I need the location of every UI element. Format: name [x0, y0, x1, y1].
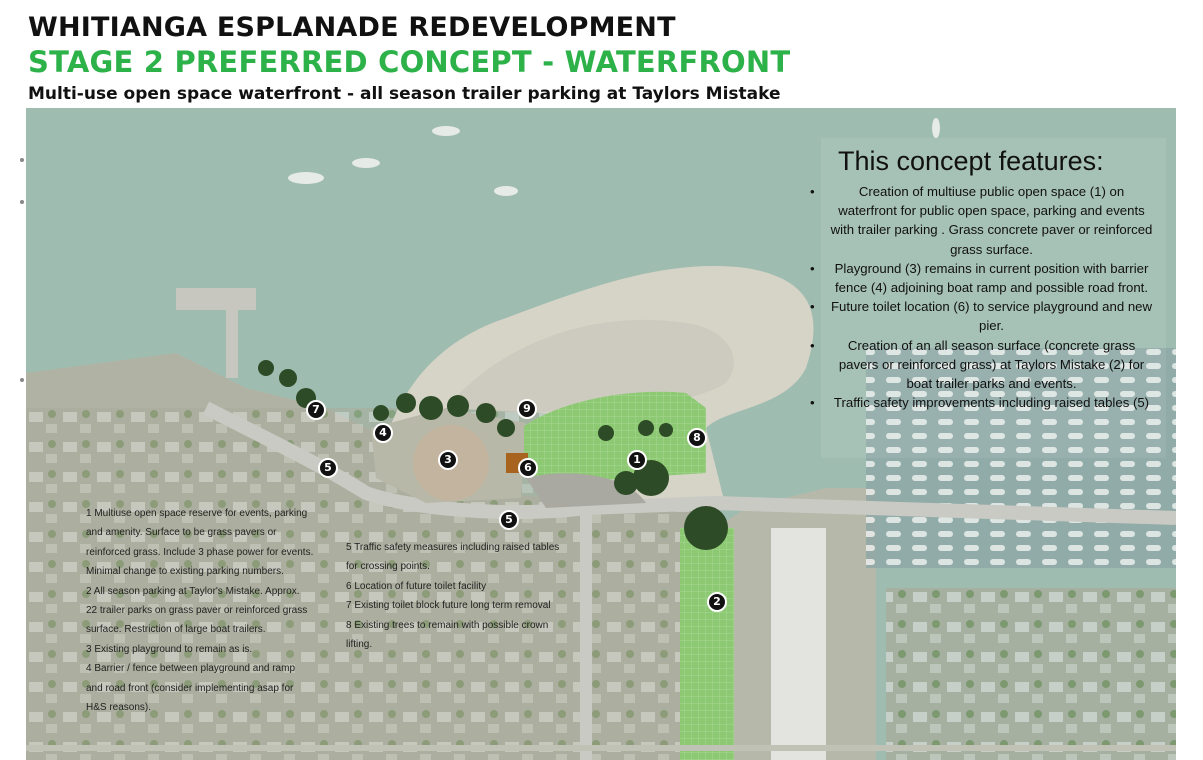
feature-item: Future toilet location (6) to service pl… [808, 297, 1153, 335]
marker-7: 7 [306, 400, 326, 420]
feature-item: Creation of an all season surface (concr… [808, 336, 1153, 394]
wharf [176, 288, 256, 310]
marker-1: 1 [627, 450, 647, 470]
legend-line: 3 Existing playground to remain as is. [86, 643, 253, 655]
marker-4: 4 [373, 423, 393, 443]
page-edge-mark [20, 200, 24, 204]
page-subtitle-green: STAGE 2 PREFERRED CONCEPT - WATERFRONT [28, 45, 791, 79]
marker-2: 2 [707, 592, 727, 612]
legend-line: and amenity. Surface to be grass pavers … [86, 527, 277, 539]
marker-5b: 5 [499, 510, 519, 530]
legend-left: 1 Multiuse open space reserve for events… [86, 504, 336, 717]
boat [288, 172, 324, 184]
legend-line: lifting. [346, 639, 373, 651]
features-heading: This concept features: [838, 146, 1104, 176]
marker-3: 3 [438, 450, 458, 470]
legend-line: 6 Location of future toilet facility [346, 580, 487, 592]
legend-line: for crossing points. [346, 561, 430, 573]
marker-8: 8 [687, 428, 707, 448]
page-edge-mark [20, 158, 24, 162]
page-title: WHITIANGA ESPLANADE REDEVELOPMENT [28, 12, 676, 43]
legend-line: H&S reasons). [86, 702, 152, 714]
wharf-pier [226, 308, 238, 378]
tree-cluster [258, 360, 728, 550]
boat [494, 186, 518, 196]
feature-item: Playground (3) remains in current positi… [808, 259, 1153, 297]
legend-line: 2 All season parking at Taylor's Mistake… [86, 585, 300, 597]
legend-line: 22 trailer parks on grass paver or reinf… [86, 605, 308, 617]
marker-5: 5 [318, 458, 338, 478]
legend-line: 4 Barrier / fence between playground and… [86, 663, 296, 675]
warehouse-roof [771, 528, 826, 760]
page-tagline: Multi-use open space waterfront - all se… [28, 84, 781, 104]
page-edge-mark [20, 378, 24, 382]
legend-line: 1 Multiuse open space reserve for events… [86, 508, 308, 519]
legend-line: 7 Existing toilet block future long term… [346, 600, 551, 612]
legend-line: and road front (consider implementing as… [86, 682, 294, 694]
marker-9: 9 [517, 399, 537, 419]
legend-line: 5 Traffic safety measures including rais… [346, 542, 560, 553]
boat [352, 158, 380, 168]
boat [932, 118, 940, 138]
taylors-mistake-parking [680, 528, 734, 760]
marker-6: 6 [518, 458, 538, 478]
features-list: Creation of multiuse public open space (… [808, 182, 1153, 413]
east-town-blocks [886, 588, 1176, 760]
legend-right: 5 Traffic safety measures including rais… [346, 538, 586, 654]
feature-item: Traffic safety improvements including ra… [808, 393, 1153, 412]
boat [432, 126, 460, 136]
sand-bank [446, 319, 734, 413]
legend-line: 8 Existing trees to remain with possible… [346, 619, 549, 631]
legend-line: reinforced grass. Include 3 phase power … [86, 546, 314, 558]
feature-item: Creation of multiuse public open space (… [808, 182, 1153, 259]
esplanade-road [202, 401, 1176, 525]
legend-line: Minimal change to existing parking numbe… [86, 566, 284, 578]
legend-line: surface. Restriction of large boat trail… [86, 624, 266, 636]
